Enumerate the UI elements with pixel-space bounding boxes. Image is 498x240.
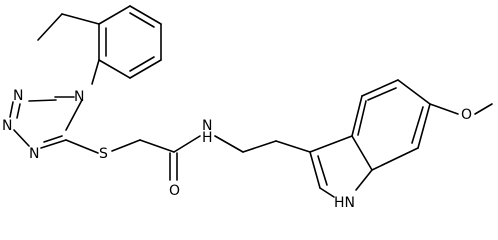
structure-drawing: N N N N S O N H HN O [2, 5, 493, 211]
bond-tz-c5-n1 [65, 99, 83, 131]
bond-ib-db-3 [357, 100, 367, 136]
atom-o-methoxy: O [461, 107, 472, 123]
atom-amide-n: N [202, 118, 212, 134]
bond-ind-c3a-c3 [309, 135, 353, 153]
bond-ib-db-1 [367, 87, 397, 101]
atom-indole-nh: HN [334, 195, 355, 211]
indole-pyrrole-ring [309, 135, 373, 198]
bond-ph-db-2 [129, 56, 155, 72]
bond-o-ch3 [474, 103, 493, 115]
bond-nh-ch2 [214, 135, 244, 153]
bond-ind-c7a-c3a [351, 135, 373, 171]
bond-ib-5 [371, 147, 419, 171]
bond-ind-n1-c7a [355, 169, 373, 191]
atom-n3: N [2, 118, 12, 134]
bond-tz-n3-n4 [13, 129, 30, 147]
atom-o-carbonyl: O [169, 183, 180, 199]
bond-tz-db-n2n3 [16, 103, 21, 119]
bond-phenyl-n1 [91, 59, 100, 85]
atom-n2: N [13, 88, 23, 104]
bond-ethyl-ch3 [37, 13, 63, 41]
bond-tz-n2-n3 [9, 101, 14, 118]
bond-ib-1 [351, 95, 363, 137]
ethyl-group [37, 13, 100, 41]
bond-ib-3 [397, 79, 431, 105]
phenyl-ring [98, 5, 162, 79]
bond-ph-1 [98, 5, 131, 25]
bond-tz-n1-n2-inner [28, 99, 57, 102]
bond-ind-c2-n1 [319, 187, 335, 198]
bond-c5-s [65, 139, 99, 154]
atom-n4: N [29, 146, 39, 162]
bond-ph-2 [129, 5, 162, 25]
bond-ethyl-ch2 [61, 13, 100, 25]
bond-ind-db-c2c3 [317, 155, 328, 186]
bond-s-ch2 [111, 139, 141, 152]
bond-co-nh [173, 135, 201, 153]
atom-amide-h: H [202, 130, 213, 146]
molecule-structure: N N N N S O N H HN O [2, 5, 493, 211]
bond-ph-4 [129, 59, 162, 79]
bond-ph-5 [98, 59, 131, 79]
bond-ch2-indole [275, 140, 311, 153]
bond-ib-db-2 [411, 106, 424, 144]
atom-s: S [99, 146, 108, 162]
bond-tz-n4-c5 [40, 139, 67, 149]
bond-ar-o [429, 103, 459, 115]
bond-ib-2 [361, 79, 399, 97]
bond-tz-db-c5n4 [43, 135, 63, 143]
bond-ind-c3-c2 [309, 151, 321, 189]
bond-ch2-co [139, 139, 175, 153]
bond-ph-db-1 [129, 12, 155, 28]
indole-benzene-ring [351, 79, 431, 171]
atom-n1: N [74, 89, 84, 105]
bond-ch2-ch2 [242, 140, 277, 153]
tetrazole-ring [9, 96, 83, 149]
bond-ib-4 [417, 103, 431, 149]
